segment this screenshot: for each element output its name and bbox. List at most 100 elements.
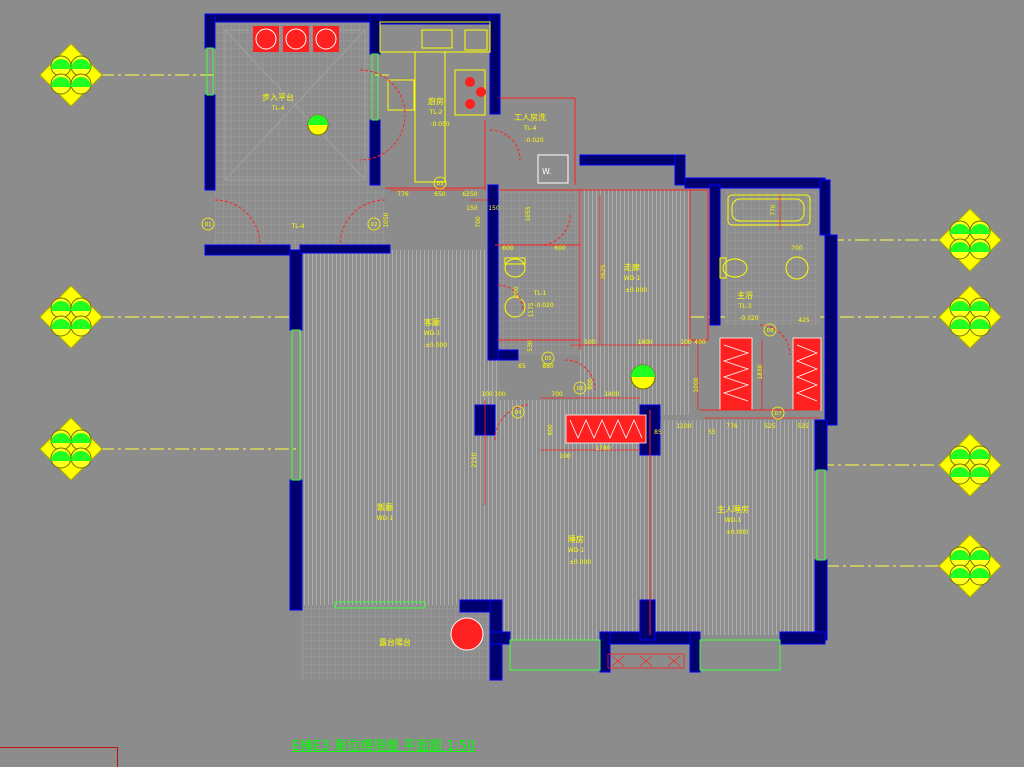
dimension-label: 1400 (604, 391, 619, 398)
room-name-bath: 主浴 (737, 290, 753, 300)
room-tag-bath: TL-3 (738, 303, 752, 310)
axis-marker-right-3 (938, 433, 1002, 497)
dimension-label: 776 (397, 191, 409, 198)
door-tag-circle (367, 217, 381, 231)
door-tag-circle (511, 405, 525, 419)
heater-fans (253, 26, 486, 651)
room-name-bedroom2: 睡房 (568, 534, 584, 544)
drawing-title: E棟E3 單位標現層 平面圖 1:50 (292, 739, 476, 754)
dimension-label: 525 (764, 423, 776, 430)
room-name-living: 客廳 (424, 317, 440, 327)
door-tag-label: D3 (436, 181, 443, 187)
dimension-label: 6250 (462, 191, 477, 198)
door-tag-circle (771, 406, 785, 420)
dimension-label: 400 (694, 339, 706, 346)
dimension-label: 700 (551, 391, 563, 398)
dimension-label: 600 (554, 245, 566, 252)
dimension-label: 150 (466, 205, 478, 212)
dimension-lines (390, 189, 820, 505)
dimension-label: 1830 (757, 364, 764, 379)
room-name-utility: 工人房洗 (514, 112, 546, 122)
room-tag-stair: TL-4 (271, 105, 285, 112)
door-tag-label: D1 (204, 222, 211, 228)
dimension-label: 1780 (595, 445, 610, 452)
axis-marker-right-1 (938, 208, 1002, 272)
room-level-living: ±0.000 (425, 342, 447, 349)
dimension-label: 530 (527, 340, 534, 352)
room-level-utility: -0.020 (524, 137, 544, 144)
room-level-corridor: ±0.000 (625, 287, 647, 294)
door-tag-circle (541, 351, 555, 365)
axis-marker-left-1 (39, 43, 103, 107)
room-level-kitchen: -0.050 (430, 121, 450, 128)
dimension-label: 200 (513, 286, 520, 298)
room-name-kitchen: 廚房 (428, 96, 444, 106)
dimension-label: 770 (770, 204, 777, 216)
axis-marker-left-3 (39, 417, 103, 481)
door-tag-circle (433, 176, 447, 190)
dimension-label: 150 (488, 205, 500, 212)
wardrobes (565, 337, 822, 669)
dimension-label: 500 (584, 339, 596, 346)
door-swings (214, 69, 791, 441)
dimension-label: 700 (475, 216, 482, 228)
room-level-wc: -0.020 (534, 302, 554, 309)
door-tag-circle (573, 381, 587, 395)
dimension-label: 800 (587, 378, 594, 390)
door-tag-label: D6 (576, 386, 583, 392)
dimension-label: 400 (547, 424, 554, 436)
dimension-label: 1800 (637, 339, 652, 346)
frame-corner (0, 747, 118, 767)
dimension-label: 776 (726, 423, 738, 430)
room-name-balcony: 露台陽台 (379, 637, 411, 647)
room-name-stair: 步入平台 (262, 92, 294, 102)
walls (204, 13, 838, 681)
room-tag-entry: TL-4 (291, 223, 305, 230)
door-tag-label: D8 (766, 328, 773, 334)
dimension-label: 700 (791, 245, 803, 252)
room-name-dining: 飯廳 (377, 502, 393, 512)
dimension-label: 1055 (525, 206, 532, 221)
dimension-label: 100 (680, 339, 692, 346)
dimension-label: 2625 (600, 264, 607, 279)
door-tag-label: D2 (370, 222, 377, 228)
axis-marker-right-2 (938, 285, 1002, 349)
dimension-label: 1100 (676, 423, 691, 430)
door-tag-label: D7 (774, 411, 781, 417)
dimension-label: 600 (502, 245, 514, 252)
dimension-label: 880 (542, 363, 554, 370)
room-tag-wc: TL-1 (533, 290, 547, 297)
dimension-label: 650 (434, 191, 446, 198)
fixtures (224, 21, 811, 318)
dimension-label: 65 (518, 363, 526, 370)
dimension-label: 1000 (693, 377, 700, 392)
room-tag-kitchen: TL-2 (429, 109, 443, 116)
dimension-label: 525 (797, 423, 809, 430)
door-tag-label: D4 (514, 410, 521, 416)
room-tag-utility: TL-4 (523, 125, 537, 132)
windows (206, 47, 826, 671)
room-name-corridor: 走廊 (624, 262, 640, 272)
dimension-label: 85 (654, 429, 662, 436)
room-tag-living: WD-1 (424, 330, 441, 337)
door-tag-circle (763, 323, 777, 337)
room-level-bedroom2: ±0.000 (569, 559, 591, 566)
dimension-label: 1175 (528, 302, 535, 317)
dimension-label: 100 (481, 391, 493, 398)
room-tag-bedroom2: WD-1 (568, 547, 585, 554)
dimension-label: 100 (559, 453, 571, 460)
room-level-master: ±0.000 (726, 529, 748, 536)
dimension-label: 2150 (471, 452, 478, 467)
washer-label: W. (542, 167, 552, 176)
room-labels: 步入平台TL-4TL-4廚房TL-2-0.050工人房洗TL-4-0.020客廳… (262, 92, 759, 647)
dimension-label: 55 (708, 429, 716, 436)
room-name-master: 主人睡房 (717, 504, 749, 514)
room-tag-corridor: WD-1 (624, 275, 641, 282)
door-tag-circle (201, 217, 215, 231)
door-tag-label: D5 (544, 356, 551, 362)
room-tag-master: WD-1 (725, 517, 742, 524)
dimension-label: 425 (798, 317, 810, 324)
